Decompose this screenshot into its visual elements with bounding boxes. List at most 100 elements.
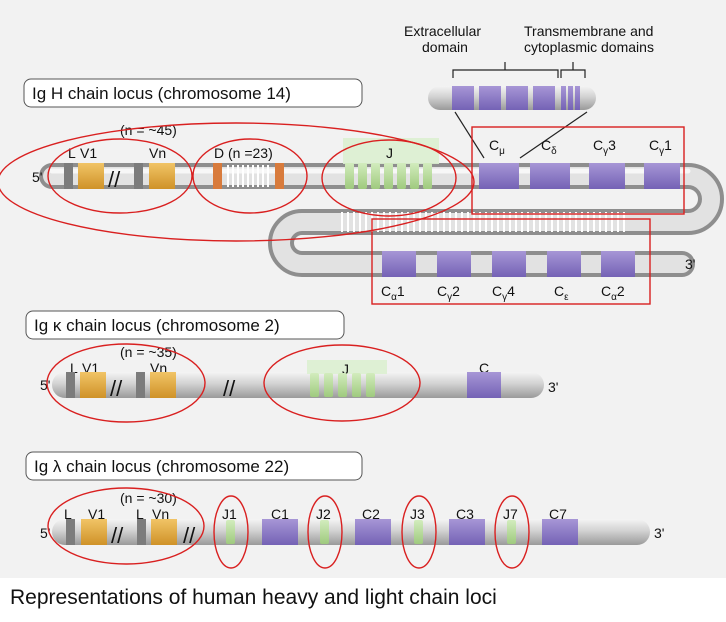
lambda-c2-label: C2	[362, 506, 380, 522]
heavy-v-circle	[47, 138, 193, 214]
heavy-three-prime: 3'	[685, 256, 695, 272]
lambda-j2	[320, 520, 329, 544]
heavy-c-alpha2	[601, 251, 635, 277]
tm-domain-3	[575, 86, 580, 110]
heavy-c-gamma2-label: Cγ2	[437, 283, 460, 303]
protein-domain-3	[506, 86, 528, 110]
inset-connector-right	[519, 111, 588, 159]
heavy-v-break: //	[108, 167, 121, 192]
heavy-j1	[345, 163, 354, 189]
kappa-c-segment	[467, 372, 501, 398]
lambda-chromosome	[52, 519, 650, 545]
kappa-break: //	[223, 376, 236, 401]
lambda-five-prime: 5'	[40, 525, 50, 541]
heavy-upper-constant-box	[471, 126, 685, 215]
extracellular-label-2: domain	[422, 39, 468, 55]
lambda-c7	[542, 519, 578, 545]
ig-loci-diagram: Ig H chain locus (chromosome 14) Extrace…	[0, 23, 724, 569]
kappa-v-circle	[46, 343, 206, 423]
heavy-c-gamma3-label: Cγ3	[593, 137, 616, 157]
lambda-title-box	[25, 451, 363, 481]
lambda-j1	[226, 520, 235, 544]
heavy-five-prime: 5'	[32, 169, 42, 185]
lambda-j1-label: J1	[222, 506, 237, 522]
heavy-j3	[371, 163, 380, 189]
lambda-j2-circle	[307, 495, 343, 569]
kappa-j5	[366, 373, 375, 397]
kappa-c-label: C	[479, 360, 489, 376]
heavy-dn-segment	[275, 163, 284, 189]
lambda-annotations	[47, 487, 530, 569]
kappa-vn-segment	[150, 372, 176, 398]
heavy-c-alpha1	[382, 251, 416, 277]
kappa-leader-1	[66, 372, 75, 398]
kappa-leader-n	[136, 372, 145, 398]
heavy-c-mu	[479, 163, 519, 189]
lambda-j3-label: J3	[410, 506, 425, 522]
lambda-title: Ig λ chain locus (chromosome 22)	[34, 457, 289, 476]
kappa-j-circle	[263, 344, 421, 422]
lambda-j2-label: J2	[316, 506, 331, 522]
kappa-j1	[310, 373, 319, 397]
lambda-v1-label: V1	[88, 506, 105, 522]
heavy-leader-n	[134, 163, 143, 189]
kappa-l-label: L	[70, 360, 78, 376]
lambda-l-label: L	[64, 506, 72, 522]
extracellular-label-1: Extracellular	[404, 23, 481, 39]
inset-connector-left	[454, 111, 485, 159]
lambda-j3-circle	[401, 495, 437, 569]
lambda-leader-1	[66, 519, 75, 545]
heavy-j2	[358, 163, 367, 189]
lambda-j7-label: J7	[503, 506, 518, 522]
heavy-v1-label: V1	[80, 145, 97, 161]
tm-domain-1	[561, 86, 566, 110]
kappa-title-box	[25, 310, 345, 340]
lambda-v-count: (n = ~30)	[120, 490, 177, 506]
heavy-j7	[423, 163, 432, 189]
heavy-vn-label: Vn	[149, 145, 166, 161]
lambda-j7-circle	[494, 495, 530, 569]
kappa-j3	[338, 373, 347, 397]
kappa-v-break: //	[110, 376, 123, 401]
lambda-c7-label: C7	[549, 506, 567, 522]
lambda-v-break: //	[111, 523, 124, 548]
lambda-l2-label: L	[136, 506, 144, 522]
heavy-c-gamma4-label: Cγ4	[492, 283, 515, 303]
protein-domain-2	[479, 86, 501, 110]
kappa-j2	[324, 373, 333, 397]
heavy-d-hatch	[227, 165, 269, 187]
protein-domain-1	[452, 86, 474, 110]
heavy-j-circle	[321, 139, 457, 217]
heavy-c-gamma4	[492, 251, 526, 277]
lambda-j7	[507, 520, 516, 544]
heavy-c-mu-label: Cμ	[489, 137, 505, 157]
lambda-break: //	[183, 523, 196, 548]
heavy-d-label: D (n =23)	[214, 145, 273, 161]
heavy-l-label: L	[68, 145, 76, 161]
heavy-j-highlight	[343, 138, 439, 164]
heavy-v-count: (n = ~45)	[120, 122, 177, 138]
heavy-c-delta-label: Cδ	[541, 137, 557, 157]
heavy-c-alpha1-label: Cα1	[381, 283, 405, 303]
heavy-annotations	[0, 122, 685, 305]
heavy-title-box	[23, 78, 363, 108]
lambda-c3-label: C3	[456, 506, 474, 522]
kappa-j4	[352, 373, 361, 397]
kappa-title: Ig κ chain locus (chromosome 2)	[34, 316, 280, 335]
heavy-c-alpha2-label: Cα2	[601, 283, 625, 303]
heavy-j-label: J	[386, 145, 393, 161]
kappa-annotations	[46, 343, 421, 423]
tm-domain-2	[568, 86, 573, 110]
lambda-leader-n	[137, 519, 146, 545]
lambda-c1	[262, 519, 298, 545]
heavy-chromosome-highlight	[43, 167, 720, 273]
heavy-c-epsilon	[547, 251, 581, 277]
heavy-vn-segment	[149, 163, 175, 189]
kappa-v-count: (n = ~35)	[120, 344, 177, 360]
kappa-j-label: J	[342, 361, 349, 377]
kappa-three-prime: 3'	[548, 379, 558, 395]
heavy-lower-constant-box	[371, 218, 651, 305]
lambda-v1-segment	[81, 519, 107, 545]
lambda-c3	[449, 519, 485, 545]
